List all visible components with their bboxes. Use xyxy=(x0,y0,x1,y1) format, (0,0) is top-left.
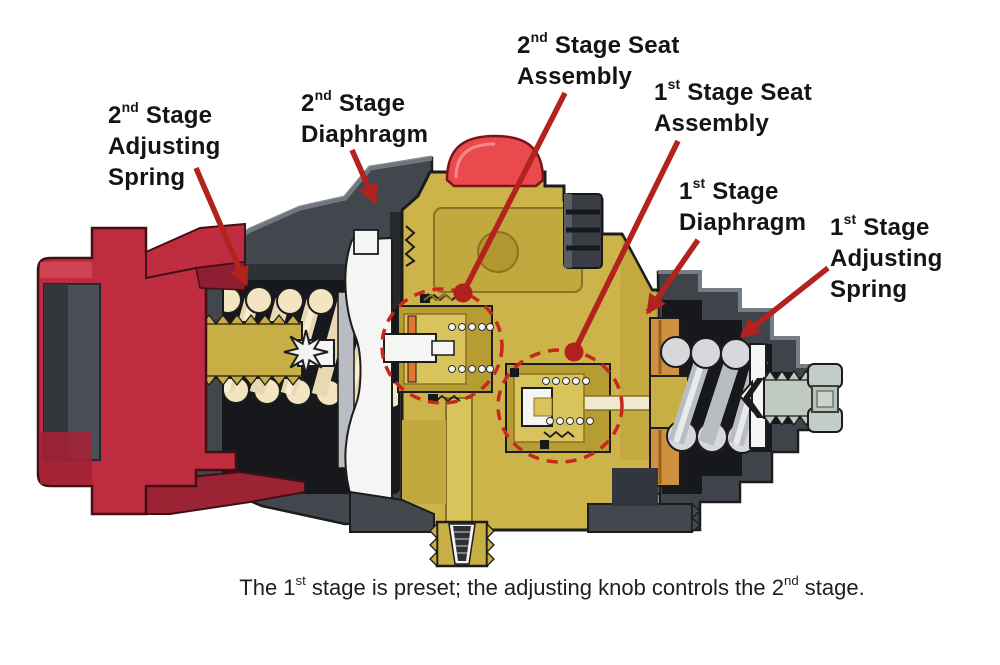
label-line: 1st Stage xyxy=(830,210,930,241)
outlet-port xyxy=(429,520,495,568)
gauge-port-block xyxy=(563,193,603,269)
first-stage-seat-highlight xyxy=(496,348,624,464)
label-line: Spring xyxy=(108,164,186,191)
bonnet-thread-neck xyxy=(404,225,453,302)
adjusting-knob xyxy=(36,222,306,516)
vent-cap xyxy=(445,134,545,188)
label-line: Diaphragm xyxy=(679,209,807,236)
second-stage-seat-assembly-part xyxy=(383,293,494,403)
seat-assembly-highlights xyxy=(380,287,624,464)
second-stage-seat-highlight xyxy=(380,287,504,405)
leader-second-stage-diaphragm xyxy=(349,148,378,205)
label-line: Spring xyxy=(830,276,908,303)
label-second-stage-adjusting-spring: 2nd Stage Adjusting Spring xyxy=(108,100,220,193)
label-first-stage-seat-assembly: 1st Stage Seat Assembly xyxy=(654,77,812,139)
label-line: 2nd Stage xyxy=(108,98,213,129)
label-line: Adjusting xyxy=(108,133,221,160)
label-first-stage-adjusting-spring: 1st Stage Adjusting Spring xyxy=(830,212,942,305)
leader-first-stage-adjusting-spring xyxy=(739,265,830,339)
inlet-filter-screen xyxy=(453,526,471,561)
leader-first-stage-seat-assembly xyxy=(571,139,681,354)
leader-end-dots xyxy=(453,283,584,362)
label-line: 1st Stage xyxy=(679,174,779,205)
first-stage-seat-assembly-part xyxy=(505,363,651,453)
label-line: Adjusting xyxy=(830,245,943,272)
label-line: 2nd Stage Seat xyxy=(517,28,680,59)
leader-lines xyxy=(193,91,830,354)
label-line: 2nd Stage xyxy=(301,86,406,117)
leader-first-stage-diaphragm xyxy=(645,238,701,315)
bottom-left-flange xyxy=(349,490,435,533)
label-line: Assembly xyxy=(654,110,769,137)
caption-text: The 1st stage is preset; the adjusting k… xyxy=(239,572,865,600)
label-line: Diaphragm xyxy=(301,121,429,148)
star-washer-right xyxy=(283,329,329,375)
leader-second-stage-seat-assembly xyxy=(460,91,568,295)
label-second-stage-seat-assembly: 2nd Stage Seat Assembly xyxy=(517,30,680,92)
leader-second-stage-adjusting-spring xyxy=(193,166,249,287)
label-line: 1st Stage Seat xyxy=(654,75,812,106)
label-line: Assembly xyxy=(517,63,632,90)
label-first-stage-diaphragm: 1st Stage Diaphragm xyxy=(679,176,806,238)
bottom-right-flange xyxy=(587,468,701,534)
inlet-stem xyxy=(743,363,843,433)
label-second-stage-diaphragm: 2nd Stage Diaphragm xyxy=(301,88,428,150)
